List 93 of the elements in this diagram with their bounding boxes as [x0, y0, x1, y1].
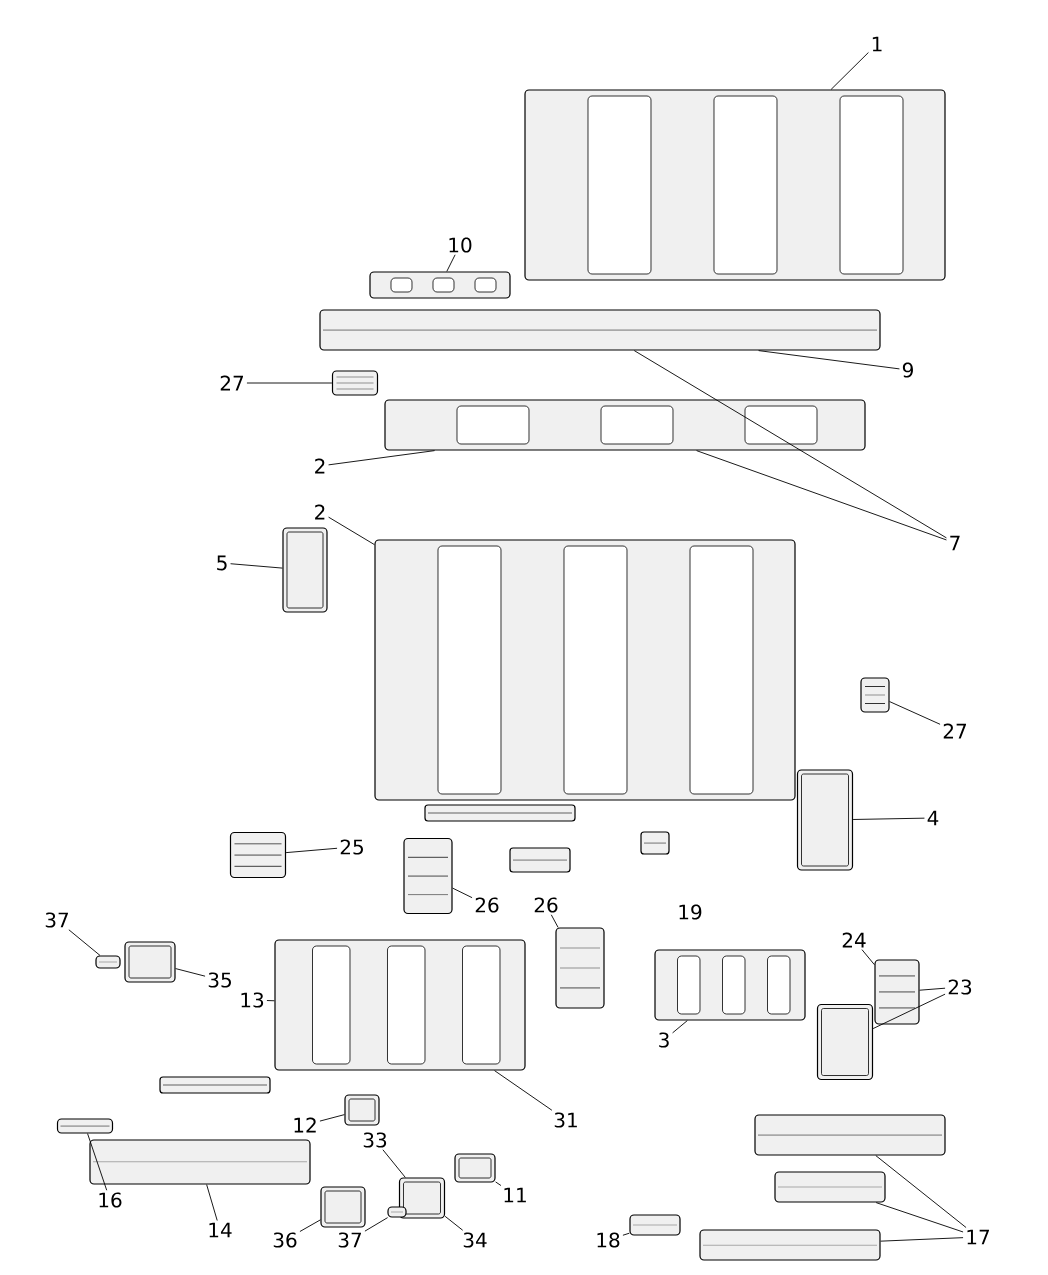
- callout-number: 12: [294, 1117, 316, 1133]
- callout-number: 4: [927, 810, 939, 826]
- frame-drawing: [524, 89, 946, 281]
- bezel-drawing: [274, 939, 526, 1071]
- bin-drawing: [774, 1171, 886, 1203]
- vent-drawing: [229, 831, 287, 879]
- callout-number: 9: [902, 362, 913, 378]
- callout-number: 34: [463, 1232, 487, 1248]
- leader-line: [696, 450, 947, 541]
- leader-line: [550, 914, 559, 928]
- leader-line: [672, 1020, 688, 1034]
- callout-number: 27: [943, 723, 966, 739]
- callout-number: 2: [315, 504, 325, 520]
- callout-number: 5: [217, 555, 227, 571]
- leader-line: [495, 1181, 502, 1186]
- callout-number: 2: [315, 458, 325, 474]
- leader-line: [830, 52, 869, 90]
- liner-drawing: [754, 1114, 946, 1156]
- callout-number: 24: [842, 932, 866, 948]
- vent-drawing: [555, 927, 605, 1009]
- leader-line: [633, 350, 947, 539]
- leader-line: [444, 1215, 464, 1231]
- screw-drawing: [387, 1206, 407, 1218]
- callout-number: 3: [659, 1032, 669, 1048]
- leader-line: [880, 1237, 964, 1242]
- switch-drawing: [344, 1094, 380, 1126]
- panel-drawing: [374, 539, 796, 801]
- handle-drawing: [629, 1214, 681, 1236]
- callout-number: 7: [950, 535, 960, 551]
- leader-line: [852, 817, 925, 820]
- leader-line: [319, 1114, 345, 1122]
- bezel-drawing: [816, 1003, 874, 1081]
- vent-drawing: [331, 370, 379, 396]
- leader-line: [446, 254, 456, 272]
- leader-line: [382, 1149, 406, 1178]
- leader-line: [328, 516, 375, 546]
- screw-drawing: [95, 955, 121, 969]
- leader-line: [875, 1202, 964, 1233]
- callout-number: 33: [363, 1132, 387, 1148]
- switch-drawing: [454, 1153, 496, 1183]
- callout-number: 18: [597, 1232, 620, 1248]
- callout-number: 27: [220, 375, 243, 391]
- callout-number: 37: [45, 912, 68, 928]
- vent-drawing: [860, 677, 890, 713]
- leader-line: [758, 350, 900, 370]
- leader-line: [266, 1000, 275, 1002]
- leader-line: [889, 701, 941, 725]
- leader-line: [87, 1133, 108, 1191]
- switch-drawing: [320, 1186, 366, 1228]
- glove-box-drawing: [654, 949, 806, 1021]
- end-cap-drawing: [282, 527, 328, 613]
- leader-line: [246, 382, 333, 384]
- callout-number: 36: [273, 1232, 297, 1248]
- grille-drawing: [369, 271, 511, 299]
- bracket-drawing: [56, 1118, 114, 1134]
- callout-number: 26: [534, 897, 558, 913]
- leader-line: [175, 968, 206, 977]
- lower-panel-drawing: [89, 1139, 311, 1185]
- leader-line: [861, 949, 875, 966]
- top-pad-drawing: [319, 309, 881, 351]
- vent-drawing: [403, 837, 453, 915]
- vent-drawing: [874, 959, 920, 1025]
- callout-number: 14: [209, 1222, 232, 1238]
- leader-line: [494, 1070, 553, 1111]
- callout-number: 26: [475, 897, 499, 913]
- leader-line: [328, 450, 436, 466]
- leader-line: [285, 847, 338, 854]
- callout-number: 1: [872, 36, 882, 52]
- callout-number: 13: [241, 992, 264, 1008]
- leader-line: [206, 1184, 218, 1221]
- door-drawing: [699, 1229, 881, 1261]
- callout-number: 10: [449, 237, 472, 253]
- leader-line: [230, 563, 283, 569]
- callout-number: 37: [338, 1232, 361, 1248]
- callout-number: 17: [967, 1229, 989, 1245]
- leader-line: [875, 1155, 967, 1228]
- switch-drawing: [398, 1177, 446, 1219]
- cover-drawing: [384, 399, 866, 451]
- leader-line: [919, 987, 946, 991]
- leader-line: [68, 929, 101, 956]
- callout-number: 23: [948, 979, 972, 995]
- callout-number: 19: [679, 904, 702, 920]
- callout-number: 35: [208, 972, 231, 988]
- callout-number: 16: [99, 1192, 122, 1208]
- callout-number: 31: [554, 1112, 577, 1128]
- leader-line: [452, 887, 473, 899]
- end-cap-drawing: [796, 769, 854, 871]
- leader-line: [622, 1232, 630, 1236]
- leader-line: [299, 1219, 321, 1232]
- switch-drawing: [124, 941, 176, 983]
- callout-number: 11: [504, 1187, 526, 1203]
- callout-number: 25: [340, 839, 363, 855]
- leader-line: [364, 1217, 389, 1232]
